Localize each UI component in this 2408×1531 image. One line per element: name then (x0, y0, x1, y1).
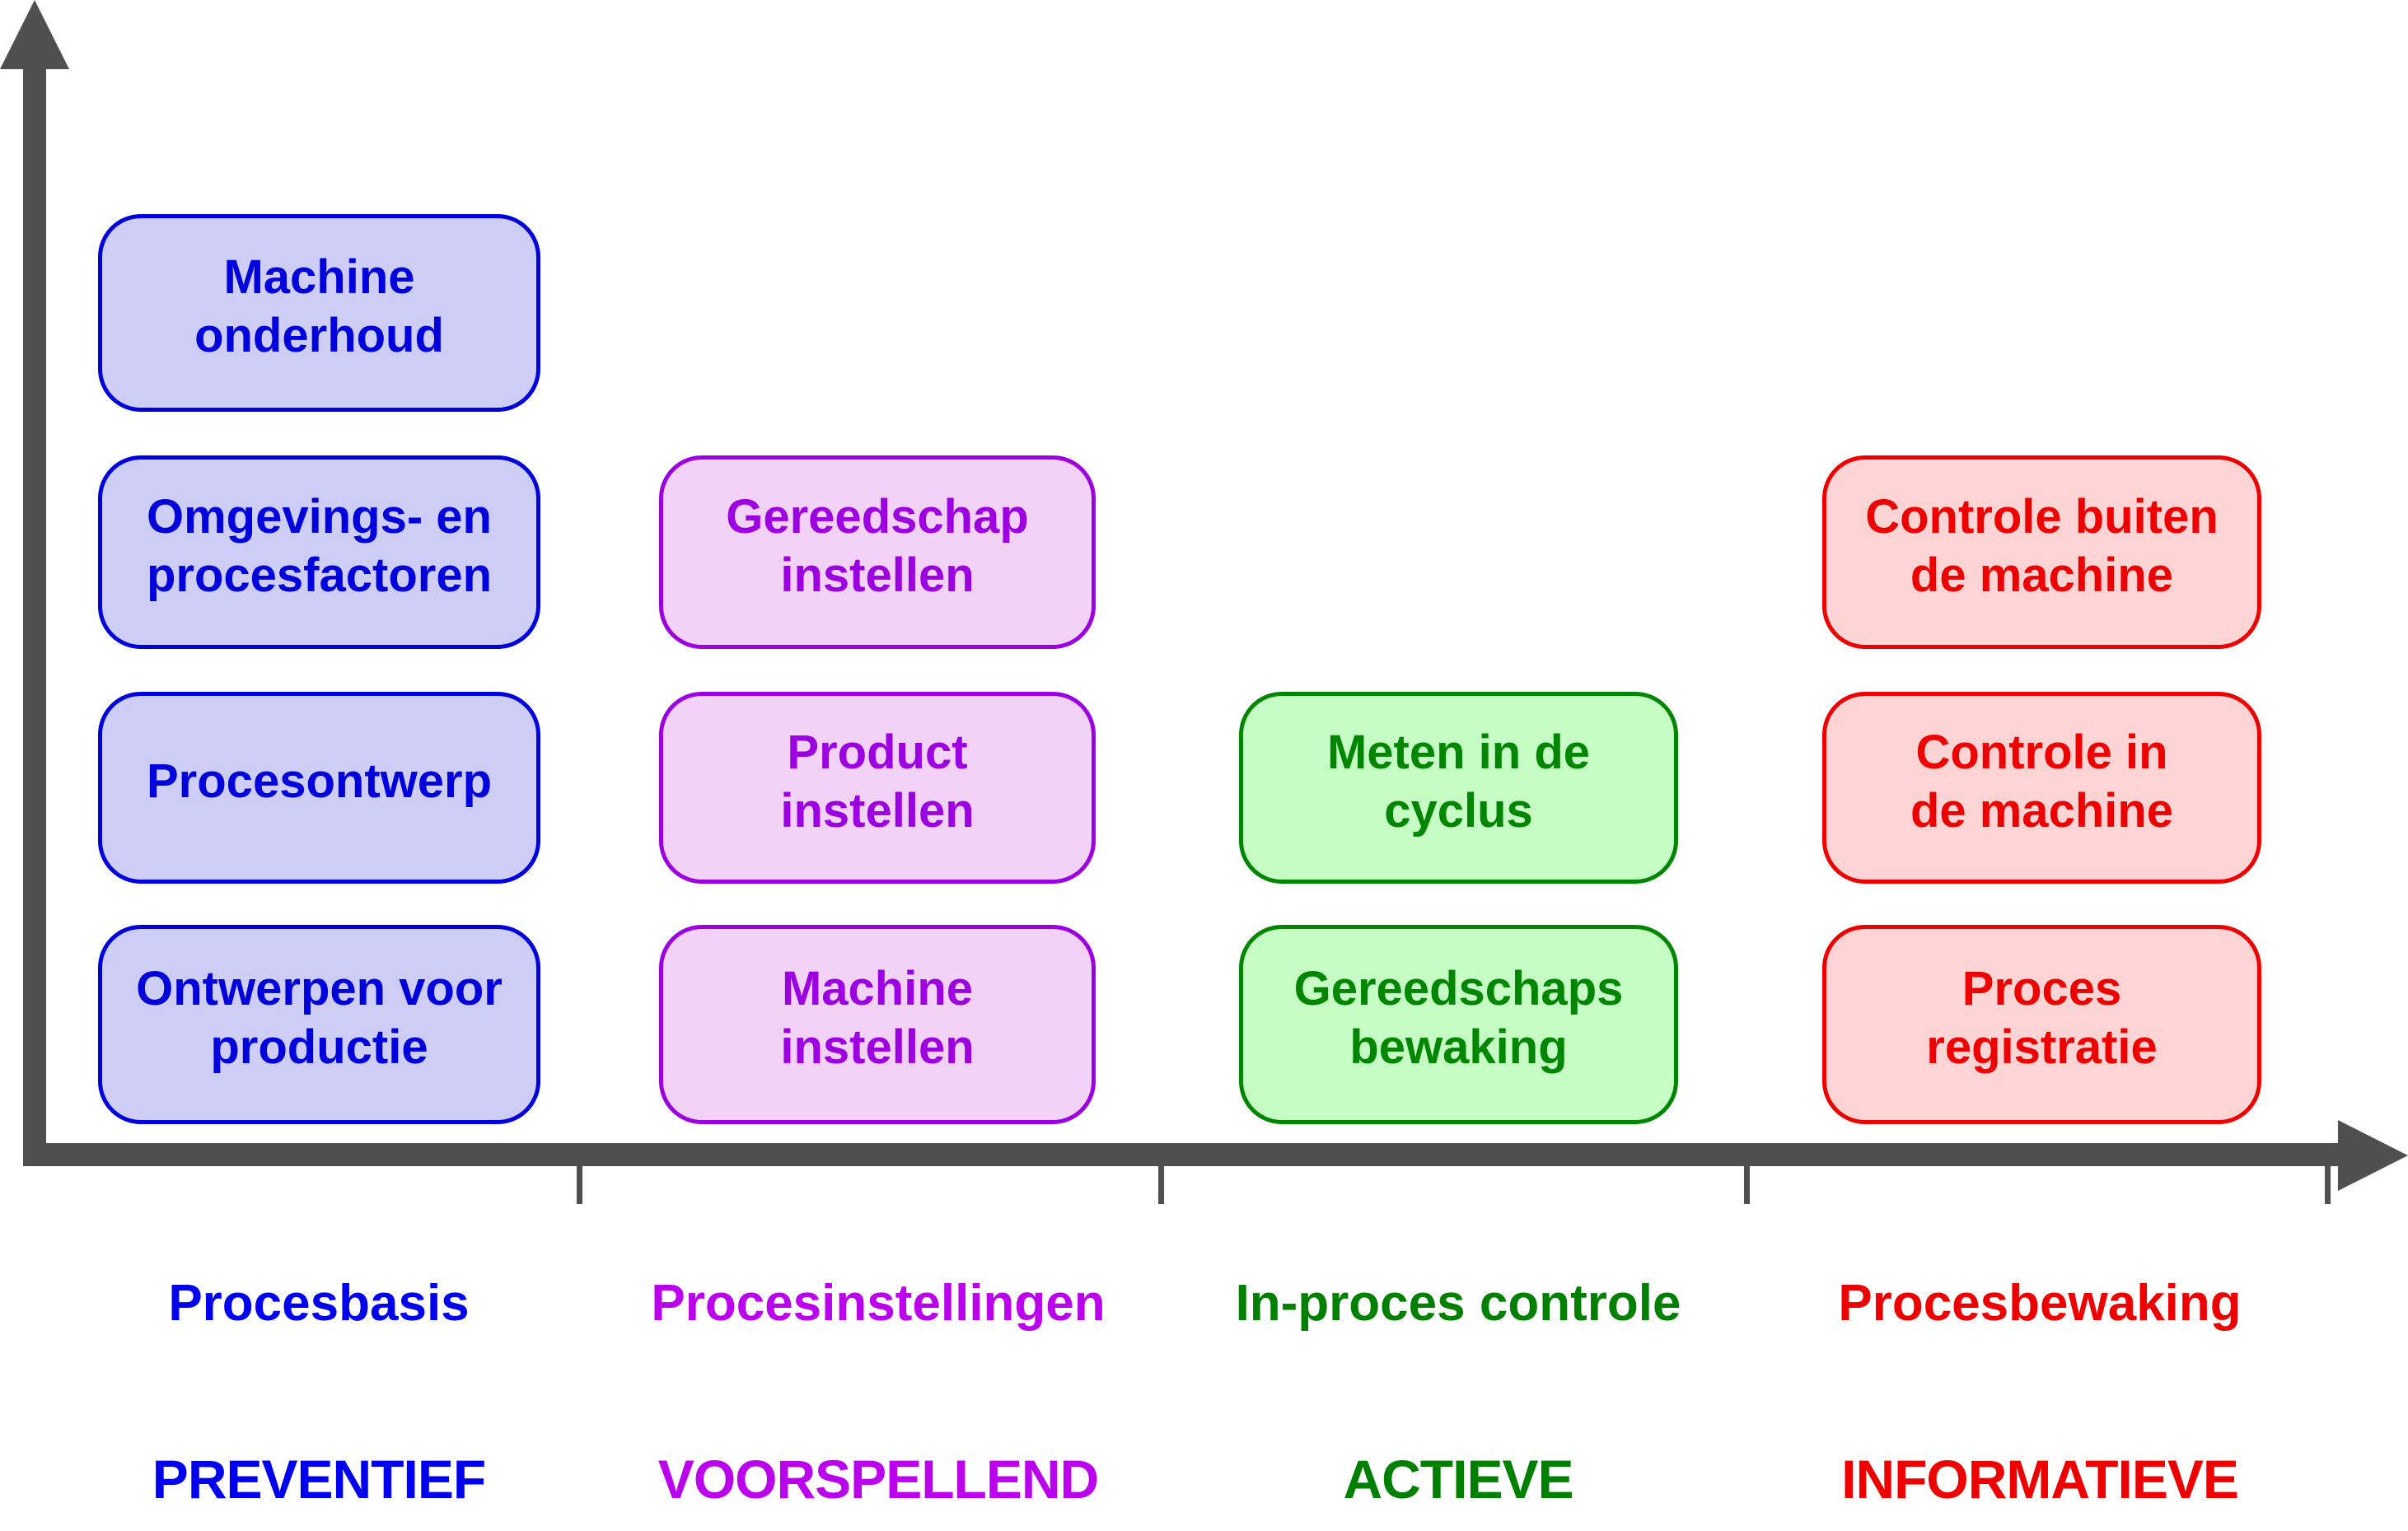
axis-tick (577, 1166, 582, 1204)
box-controle-in-de-machine: Controle in de machine (1822, 692, 2261, 884)
box-controle-buiten-de-machine: Controle buiten de machine (1822, 455, 2261, 649)
y-axis-arrowhead-icon (0, 0, 69, 69)
box-ontwerpen-voor-productie: Ontwerpen voor productie (98, 925, 540, 1124)
y-axis-line (23, 66, 46, 1166)
category-label-in-proces-controle: In-proces controle (1235, 1275, 1681, 1332)
x-axis-arrowhead-icon (2338, 1120, 2408, 1191)
category-label-procesbasis: Procesbasis (168, 1275, 470, 1332)
box-procesontwerp: Procesontwerp (98, 692, 540, 884)
type-label-actieve: ACTIEVE (1343, 1449, 1573, 1510)
axis-tick (1158, 1166, 1164, 1204)
box-gereedschaps-bewaking: Gereedschaps bewaking (1239, 925, 1678, 1124)
axis-tick (1744, 1166, 1750, 1204)
box-machine-onderhoud: Machine onderhoud (98, 214, 540, 412)
box-gereedschap-instellen: Gereedschap instellen (659, 455, 1096, 649)
type-label-voorspellend: VOORSPELLEND (657, 1449, 1099, 1510)
category-label-procesinstellingen: Procesinstellingen (651, 1275, 1106, 1332)
type-label-preventief: PREVENTIEF (152, 1449, 486, 1510)
box-machine-instellen: Machine instellen (659, 925, 1096, 1124)
axis-tick (2325, 1166, 2331, 1204)
x-axis-line (23, 1143, 2340, 1166)
box-omgevings-en-procesfactoren: Omgevings- en procesfactoren (98, 455, 540, 649)
box-proces-registratie: Proces registratie (1822, 925, 2261, 1124)
type-label-informatieve: INFORMATIEVE (1841, 1449, 2239, 1510)
box-meten-in-de-cyclus: Meten in de cyclus (1239, 692, 1678, 884)
box-product-instellen: Product instellen (659, 692, 1096, 884)
category-label-procesbewaking: Procesbewaking (1838, 1275, 2242, 1332)
